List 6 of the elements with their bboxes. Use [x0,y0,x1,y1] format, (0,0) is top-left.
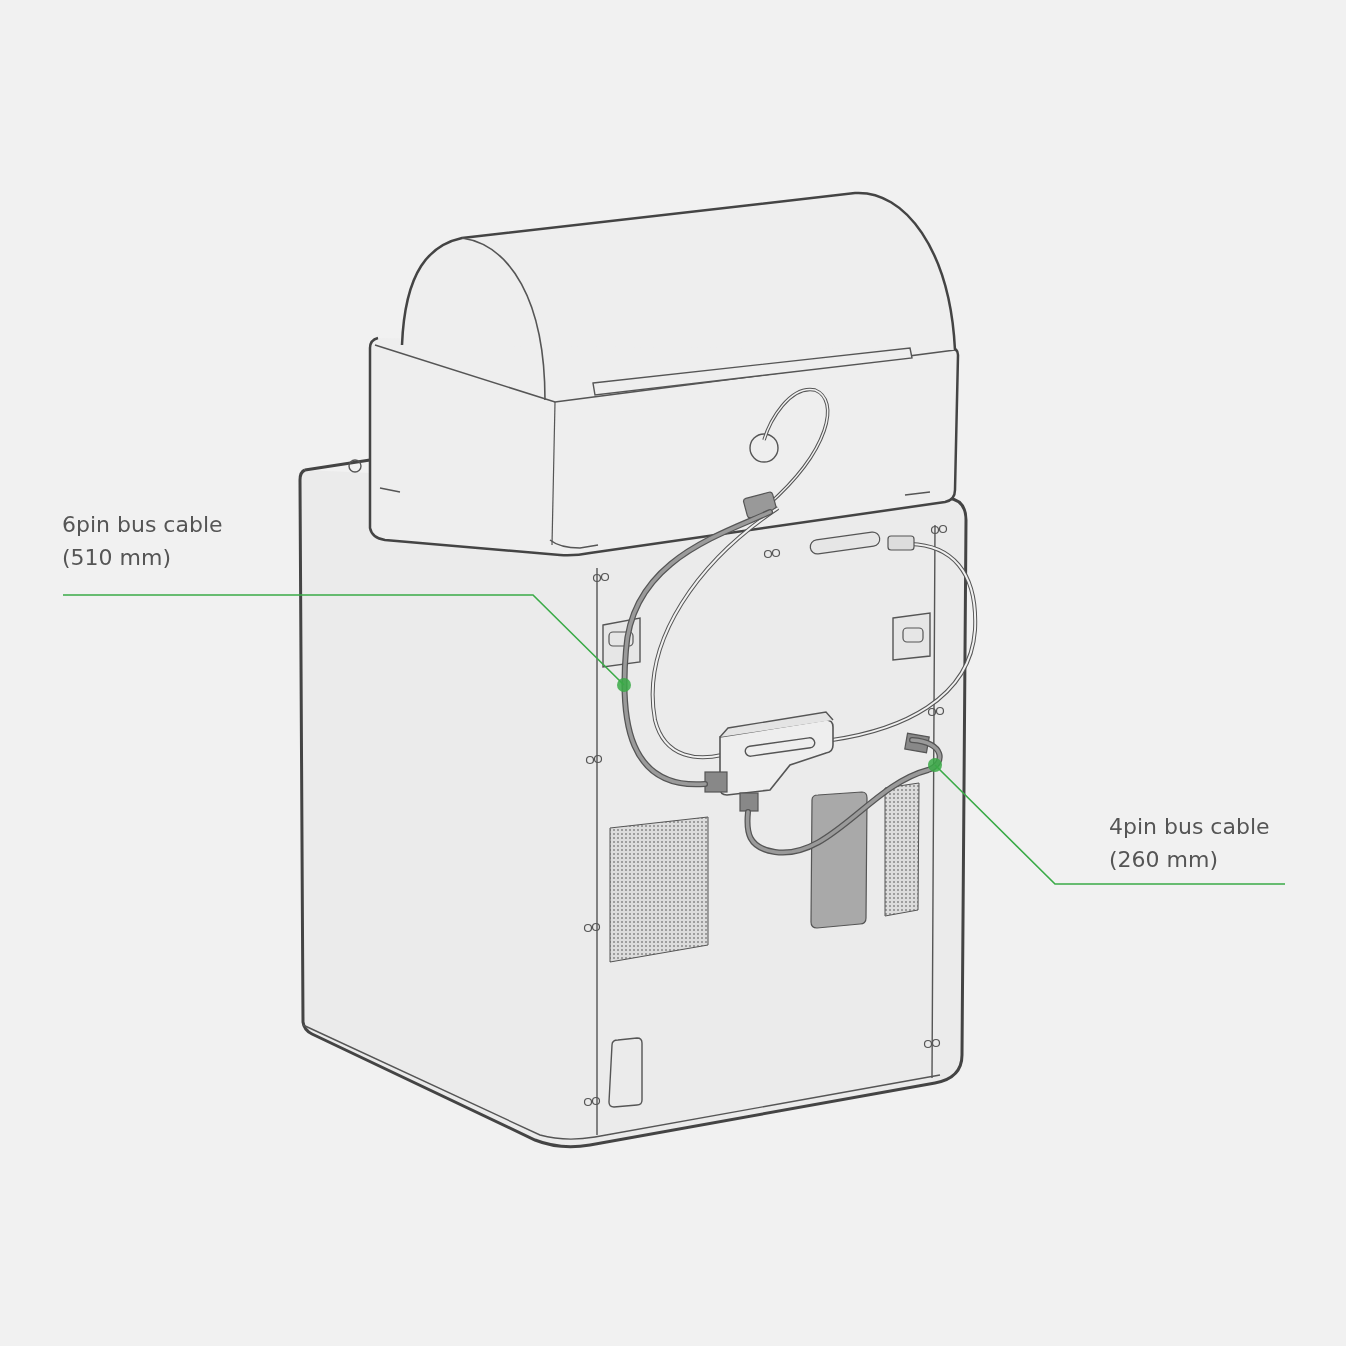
leader-line [62,594,631,692]
bus-cable [744,737,943,856]
callout-label: 4pin bus cable (260 mm) [1109,810,1319,876]
callout-label: 6pin bus cable (510 mm) [62,508,272,574]
bus-cable [621,509,773,787]
leader-line [928,758,1286,885]
